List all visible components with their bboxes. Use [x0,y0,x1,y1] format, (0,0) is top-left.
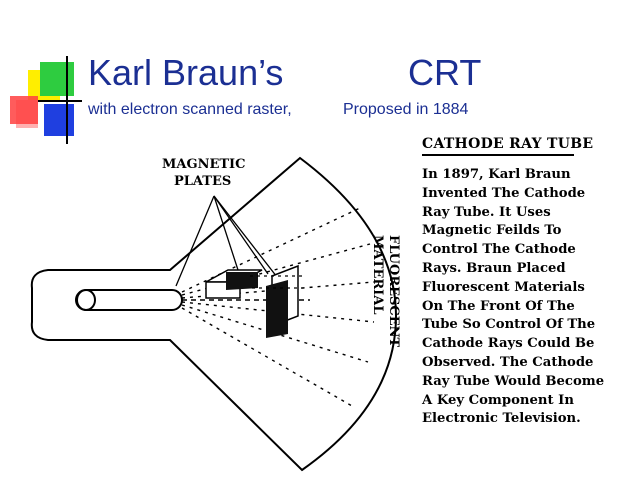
electron-gun-end [76,289,96,311]
description-line: Tube So Control Of The [422,317,596,333]
decorative-square-blue [44,104,74,136]
decorative-horizontal-line [38,100,82,102]
description-line: Control The Cathode [422,242,576,258]
description-line: Cathode Rays Could Be [422,336,595,352]
title-left: Karl Braun’s [88,52,284,93]
subtitle-right: Proposed in 1884 [343,101,469,118]
description-line: Rays. Braun Placed [422,260,566,276]
description-line: Observed. The Cathode [422,354,594,370]
plate-leader-lines [175,195,285,287]
description-line: Electronic Television. [422,411,581,427]
description-line: Invented The Cathode [422,185,586,201]
crt-description: In 1897, Karl Braun Invented The Cathode… [422,166,622,429]
fluor-label-line2: MATERIAL [370,235,385,315]
decorative-square-green [40,62,74,96]
crt-heading: CATHODE RAY TUBE [422,136,594,152]
title-right: CRT [408,52,482,93]
description-line: Fluorescent Materials [422,279,585,295]
description-line: A Key Component In [422,392,574,408]
magnetic-label-line2: PLATES [174,174,232,189]
plate-field-lines [250,275,306,289]
magnetic-plates-label: MAGNETIC PLATES [162,156,245,190]
magnetic-plate-2 [266,264,299,338]
magnetic-label-line1: MAGNETIC [162,157,246,172]
description-line: On The Front Of The [422,298,575,314]
tube-outline [30,156,398,472]
decorative-square-red [10,96,38,124]
fluorescent-material-label: FLUORESCENT MATERIAL [370,235,410,385]
description-line: In 1897, Karl Braun [422,167,571,182]
description-line: Ray Tube. It Uses [422,204,551,220]
fluor-label-line1: FLUORESCENT [386,235,401,348]
subtitle-left: with electron scanned raster, [88,101,292,118]
crt-diagram [30,156,398,472]
description-line: Magnetic Feilds To [422,223,562,239]
description-line: Ray Tube Would Become [422,373,605,389]
magnetic-plate-1 [205,269,263,299]
crt-heading-underline [422,154,574,156]
